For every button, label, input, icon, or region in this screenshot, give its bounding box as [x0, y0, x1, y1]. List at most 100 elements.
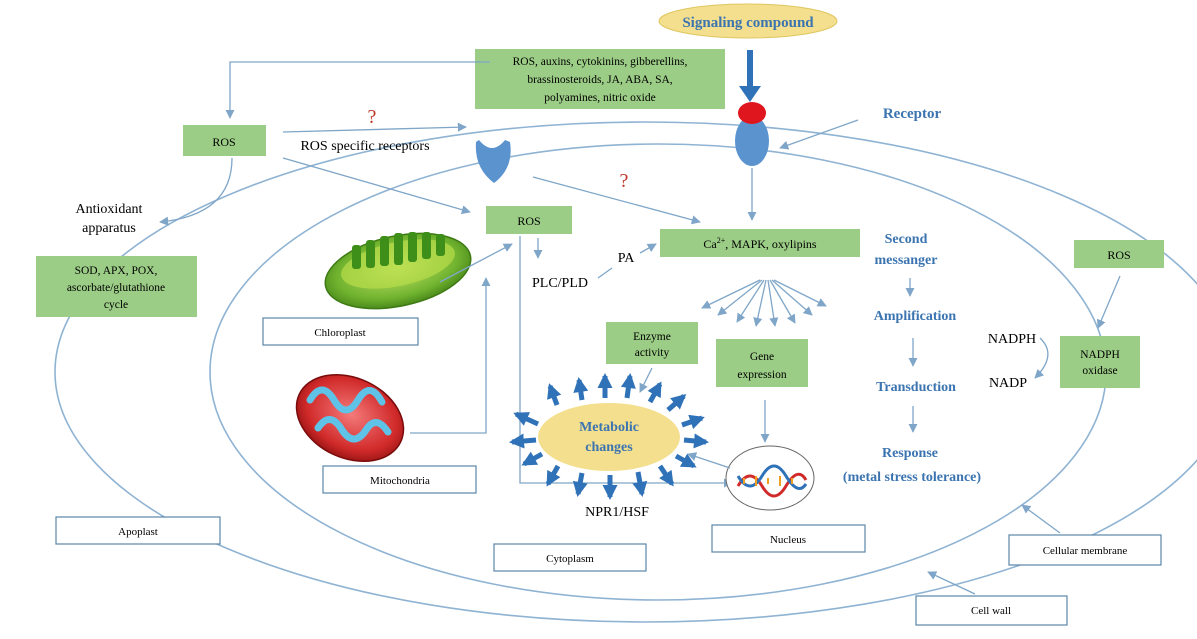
membrane-pointer-arrow: [1021, 504, 1061, 534]
ros-inner-box: [486, 206, 572, 234]
apoplast-label-box: [55, 516, 221, 545]
ros-specific-receptors-label: ROS specific receptors: [300, 139, 429, 154]
chloroplast-label: Chloroplast: [314, 327, 365, 339]
ros-right-box: [1074, 240, 1164, 268]
chloroplast-label-box: [262, 317, 419, 346]
hormones-to-ros-arrow: [225, 61, 490, 119]
metabolic-arrow: [513, 411, 540, 427]
metabolic-arrow: [632, 471, 648, 497]
fan-arrow: [753, 279, 767, 327]
ligand-shape: [738, 102, 766, 124]
ros-specific-receptor-shape: [475, 140, 511, 183]
npr1-hsf-label: NPR1/HSF: [585, 505, 649, 520]
fan-arrow: [701, 279, 761, 309]
hormones-line3: polyamines, nitric oxide: [544, 92, 655, 104]
cellular-membrane-outline: [209, 143, 1107, 601]
nadph-oxidase-line2: oxidase: [1082, 365, 1117, 377]
nadph-oxidase-line1: NADPH: [1080, 349, 1120, 361]
ros-outer-box: [183, 125, 266, 156]
enzyme-activity-line1: Enzyme: [633, 331, 671, 343]
metabolic-arrow: [521, 451, 544, 467]
hormones-box: [475, 49, 725, 109]
ros-to-receptor-arrow: [282, 122, 467, 133]
nadph-to-nadp-arrow: [1034, 337, 1049, 379]
cytoplasm-label: Cytoplasm: [546, 553, 594, 565]
second-messenger-text: Ca2+, MAPK, oxylipins: [703, 236, 817, 251]
cell-wall-label-box: [915, 595, 1068, 626]
ros-inner-label: ROS: [517, 214, 540, 228]
dna-helix-icon: [736, 464, 808, 498]
metabolic-arrow: [509, 433, 537, 449]
chloroplast-to-ros-arrow: [439, 243, 513, 283]
fan-arrow: [771, 279, 813, 316]
mitochondria-label: Mitochondria: [370, 475, 430, 487]
ros-to-nadph-oxidase-arrow: [1097, 275, 1121, 329]
metabolic-radiating-arrows: [509, 373, 709, 500]
transduction-label: Transduction: [876, 380, 956, 395]
enzyme-activity-box: [606, 322, 698, 364]
pa-to-ca-arrow: [639, 243, 657, 254]
nucleus-label-box: [711, 524, 866, 553]
cellular-membrane-label: Cellular membrane: [1043, 545, 1128, 557]
ros-outer-label: ROS: [212, 135, 235, 149]
metabolic-arrow: [545, 464, 561, 487]
plc-to-pa-line: [597, 267, 613, 279]
mitochondria-illustration: [295, 373, 405, 463]
cell-wall-pointer-arrow: [927, 571, 976, 595]
mitochondria-to-ros-arrow: [410, 277, 491, 434]
metabolic-arrow: [647, 381, 663, 404]
question-mark-middle: ?: [620, 170, 629, 192]
amplification-label: Amplification: [874, 309, 957, 324]
second-messenger-box: [660, 229, 860, 257]
gene-expression-line2: expression: [737, 369, 786, 381]
nucleus-to-metabolic-arrow: [687, 452, 731, 469]
antioxidant-line2: apparatus: [82, 221, 136, 236]
response-line2: (metal stress tolerance): [843, 470, 981, 485]
ros-right-label: ROS: [1107, 248, 1130, 262]
metabolic-changes-ellipse: [538, 403, 680, 471]
fan-arrow: [769, 279, 796, 324]
enzyme-to-metabolic-arrow: [639, 367, 653, 393]
response-line1: Response: [882, 446, 938, 461]
cellular-membrane-label-box: [1008, 534, 1162, 566]
cytoplasm-label-box: [493, 543, 647, 572]
ca-text: Ca: [703, 237, 717, 251]
antioxidant-box-line2: ascorbate/glutathione: [67, 282, 165, 294]
antioxidant-line1: Antioxidant: [76, 202, 143, 217]
mitochondria-label-box: [322, 465, 477, 494]
receptor-shape: [735, 116, 769, 166]
metabolic-arrow: [674, 453, 697, 469]
metabolic-arrow: [683, 433, 709, 449]
ros-outer-to-inner-arrow: [282, 157, 471, 215]
signal-down-arrowhead: [739, 86, 761, 102]
fan-arrow: [773, 279, 827, 307]
receptor-label: Receptor: [883, 106, 942, 122]
second-messenger-line1: Second: [885, 232, 928, 247]
ros-to-antioxidant-arrow: [159, 157, 233, 226]
ca-superscript: 2+: [717, 236, 726, 245]
nucleus-label: Nucleus: [770, 534, 806, 546]
gene-expression-line1: Gene: [750, 351, 774, 363]
plc-pld-label: PLC/PLD: [532, 276, 588, 291]
receptor-pointer-arrow: [779, 119, 859, 150]
question-mark-top: ?: [368, 106, 377, 128]
nadph-label: NADPH: [988, 332, 1036, 347]
second-messenger-line2: messanger: [875, 253, 938, 268]
ca-rest-text: , MAPK, oxylipins: [725, 237, 817, 251]
metabolic-arrow: [681, 414, 705, 430]
fan-arrow: [717, 279, 763, 316]
metabolic-arrow: [620, 373, 636, 399]
nadph-oxidase-box: [1060, 336, 1140, 388]
metabolic-changes-line1: Metabolic: [579, 420, 639, 435]
metabolic-arrow: [666, 394, 687, 412]
signaling-compound-ellipse: [658, 3, 838, 39]
hormones-line2: brassinosteroids, JA, ABA, SA,: [527, 74, 672, 86]
antioxidant-box: [36, 256, 197, 317]
fan-arrow: [736, 279, 765, 323]
antioxidant-box-line1: SOD, APX, POX,: [75, 265, 158, 277]
metabolic-arrow: [657, 464, 675, 487]
nadp-label: NADP: [989, 376, 1027, 391]
hormones-line1: ROS, auxins, cytokinins, gibberellins,: [513, 56, 688, 68]
